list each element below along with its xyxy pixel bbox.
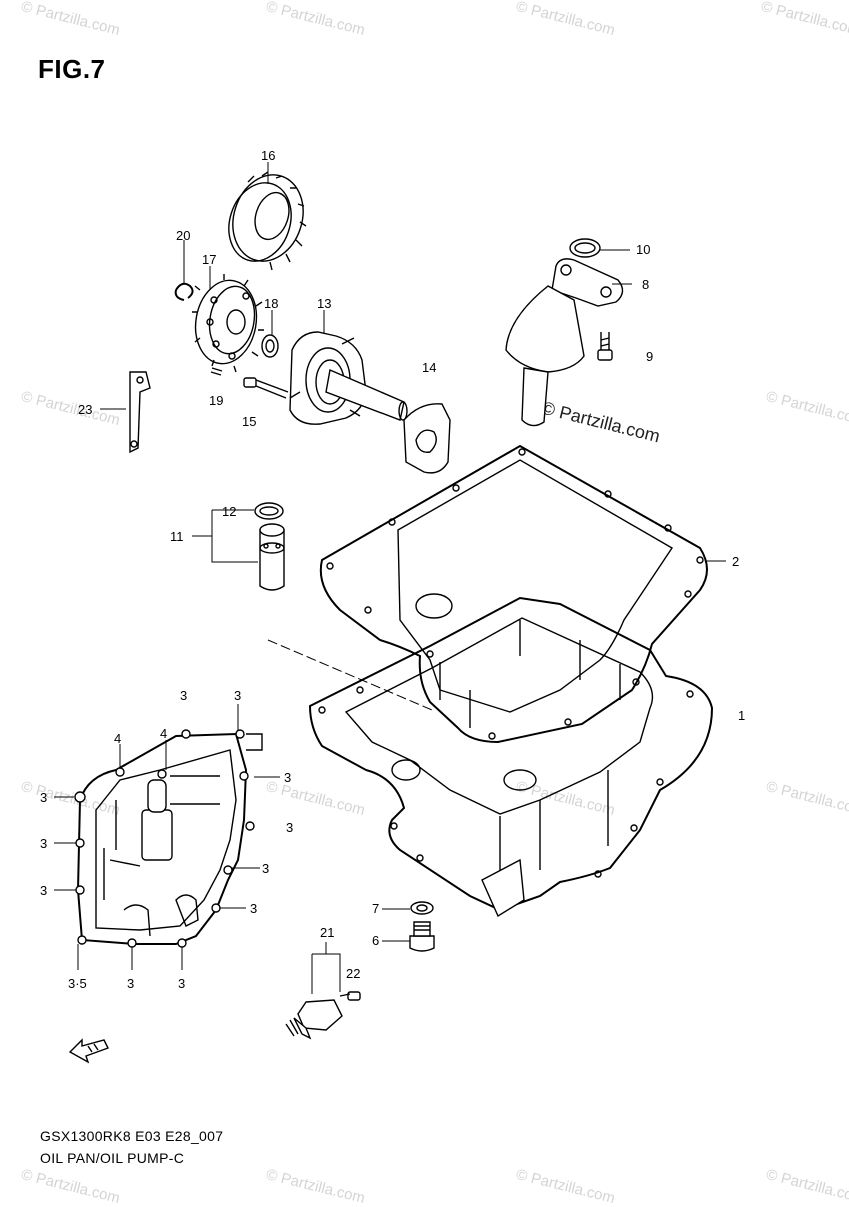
callout-3: 3 xyxy=(234,688,241,703)
callout-7: 7 xyxy=(372,901,379,916)
callout-17: 17 xyxy=(202,252,216,267)
diagram-name: OIL PAN/OIL PUMP-C xyxy=(40,1150,185,1166)
callout-3: 3 xyxy=(262,861,269,876)
callout-12: 12 xyxy=(222,504,236,519)
fwd-arrow-icon xyxy=(68,1038,109,1064)
pump-drive-gear-16 xyxy=(228,171,307,271)
oil-pressure-switch-21 xyxy=(285,999,343,1040)
callout-23: 23 xyxy=(78,402,92,417)
callout-16: 16 xyxy=(261,148,275,163)
drain-washer-7 xyxy=(410,901,434,915)
callout-20: 20 xyxy=(176,228,190,243)
callout-18: 18 xyxy=(264,296,278,311)
pump-gasket-14 xyxy=(403,403,451,474)
oil-pan-gasket-2 xyxy=(319,444,708,744)
callout-3: 3 xyxy=(127,976,134,991)
callout-19: 19 xyxy=(209,393,223,408)
callout-4: 4 xyxy=(160,726,167,741)
callout-4: 4 xyxy=(114,731,121,746)
pin-19 xyxy=(210,367,223,376)
callout-3: 3 xyxy=(40,836,47,851)
washer-18 xyxy=(261,334,279,358)
oil-pump-assembly-13 xyxy=(289,331,408,425)
callout-15: 15 xyxy=(242,414,256,429)
bolt-15 xyxy=(243,377,289,399)
callout-3: 3 xyxy=(178,976,185,991)
callout-3: 3 xyxy=(180,688,187,703)
callout-21: 21 xyxy=(320,925,334,940)
oil-pan-1 xyxy=(308,596,714,918)
callout-3: 3 xyxy=(40,883,47,898)
oil-pipe-11 xyxy=(259,523,285,591)
callout-3: 3 xyxy=(250,901,257,916)
oil-strainer-8 xyxy=(505,258,624,427)
leader-lines xyxy=(54,162,726,994)
bracket-23 xyxy=(129,371,151,454)
callout-2: 2 xyxy=(732,554,739,569)
callout-6: 6 xyxy=(372,933,379,948)
callout-11: 11 xyxy=(170,529,184,544)
diagram-code: GSX1300RK8 E03 E28_007 xyxy=(40,1128,224,1144)
alignment-line xyxy=(267,639,433,711)
drain-plug-6 xyxy=(409,921,435,952)
o-ring-10 xyxy=(569,238,601,258)
callout-1: 1 xyxy=(738,708,745,723)
figure-title: FIG.7 xyxy=(38,54,106,84)
circlip-20 xyxy=(174,282,194,301)
callout-8: 8 xyxy=(642,277,649,292)
callouts: 16 20 17 18 13 14 19 15 23 10 8 9 12 11 … xyxy=(40,148,745,991)
callout-9: 9 xyxy=(646,349,653,364)
o-ring-12 xyxy=(254,502,284,520)
pan-cover xyxy=(74,729,263,948)
callout-3: 3 xyxy=(286,820,293,835)
callout-10: 10 xyxy=(636,242,650,257)
callout-13: 13 xyxy=(317,296,331,311)
screw-22 xyxy=(339,991,361,1001)
pump-driven-gear-17 xyxy=(192,274,264,373)
callout-3-5: 3·5 xyxy=(68,976,87,991)
callout-14: 14 xyxy=(422,360,436,375)
bolt-9 xyxy=(597,332,613,361)
callout-22: 22 xyxy=(346,966,360,981)
callout-3: 3 xyxy=(284,770,291,785)
callout-3: 3 xyxy=(40,790,47,805)
